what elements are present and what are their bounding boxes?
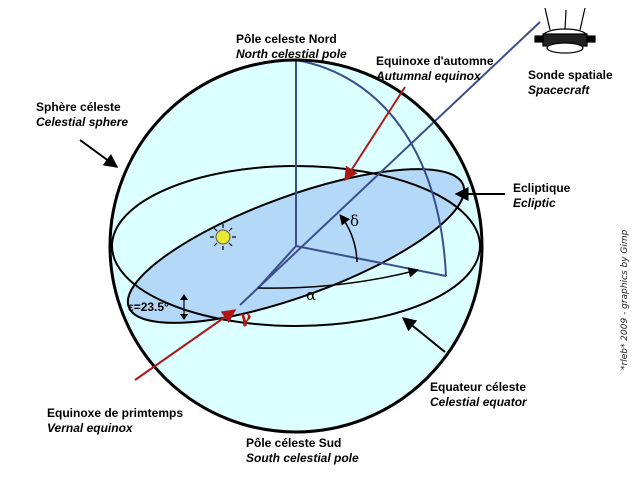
spacecraft-line [239,21,541,306]
sun-icon [210,224,236,250]
autumnal-label: Equinoxe d'automne Autumnal equinox [376,54,494,84]
vernal-pointer [134,309,237,381]
delta-symbol: δ [350,212,360,230]
sphere-fr: Sphère céleste [36,100,121,114]
north-pole-en: North celestial pole [236,47,347,61]
equator-fr: Equateur céleste [430,380,527,394]
vernal-fr: Equinoxe de primtemps [47,406,184,420]
autumnal-en: Autumnal equinox [376,69,481,83]
vernal-reference [257,245,297,289]
sphere-pointer [79,139,119,168]
vernal-label: Equinoxe de primtemps Vernal equinox [47,406,183,436]
spacecraft-icon [534,7,596,54]
gamma-symbol: γ [240,308,252,328]
alpha-symbol: α [306,286,317,304]
right-ascension-arc [257,267,420,289]
south-pole-fr: Pôle céleste Sud [246,436,342,450]
meridian-arc [295,59,447,277]
sphere-label: Sphère céleste Celestial sphere [36,100,128,130]
equator-en: Celestial equator [430,395,527,409]
spacecraft-label: Sonde spatiale Spacecraft [528,68,613,98]
sphere-outline [108,58,484,434]
credit-text: *rleb* 2009 - graphics by Gimp [620,229,630,370]
projection-line [295,245,447,277]
obliquity-label: ε=23.5° [128,300,169,314]
south-pole-en: South celestial pole [246,451,359,465]
vernal-en: Vernal equinox [47,421,133,435]
declination-arc [339,214,358,263]
north-pole-label: Pôle celeste Nord North celestial pole [236,32,347,62]
south-pole-label: Pôle céleste Sud South celestial pole [246,436,359,466]
ecliptic-en: Ecliptic [513,196,556,210]
north-pole-fr: Pôle celeste Nord [236,32,337,46]
ecliptic-label: Ecliptique Ecliptic [513,181,570,211]
equator-label: Equateur céleste Celestial equator [430,380,527,410]
equator-pointer [401,317,446,353]
obliquity-arrowheads [180,294,188,320]
spacecraft-fr: Sonde spatiale [528,68,613,82]
autumnal-fr: Equinoxe d'automne [376,54,494,68]
sphere-en: Celestial sphere [36,115,129,129]
spacecraft-en: Spacecraft [528,83,590,97]
autumnal-pointer [344,86,406,182]
ecliptic-fr: Ecliptique [513,181,571,195]
